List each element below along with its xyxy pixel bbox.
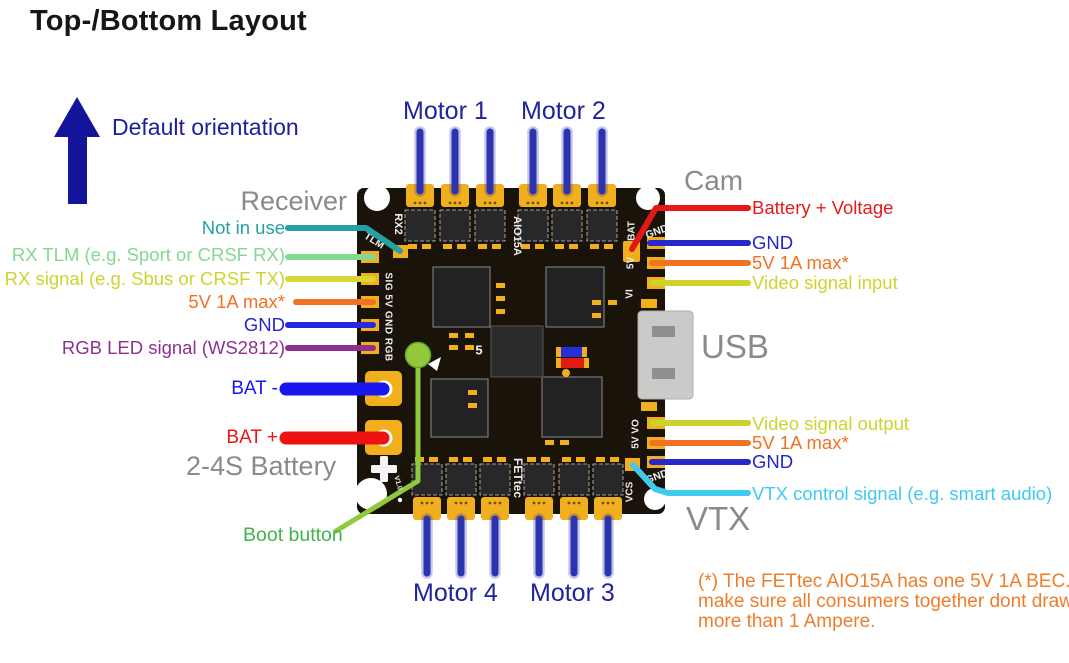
pin-label-5v-vtx: 5V 1A max* <box>752 432 849 453</box>
boot-button <box>333 341 441 534</box>
silkscreen-left-rail: SIG 5V GND RGB <box>382 272 393 361</box>
usb-title: USB <box>701 328 769 365</box>
silkscreen-vo-rail: 5V VO <box>631 419 642 449</box>
pin-label-5v-cam: 5V 1A max* <box>752 252 849 273</box>
footnote-line-3: more than 1 Ampere. <box>698 611 876 632</box>
battery-title: 2-4S Battery <box>186 451 337 481</box>
silkscreen-num5: 5 <box>475 342 482 357</box>
vtx-wires <box>630 420 751 496</box>
silkscreen-version: V1.0 <box>392 475 403 491</box>
motor-3-label: Motor 3 <box>530 579 615 607</box>
bat-plus-label: BAT + <box>226 427 278 448</box>
silkscreen-bat: BAT <box>627 221 638 241</box>
pin-label-rgb-led: RGB LED signal (WS2812) <box>61 337 285 358</box>
pin-label-video-out: Video signal output <box>752 413 910 434</box>
cam-wires <box>629 205 751 286</box>
pin-label-gnd-receiver: GND <box>243 314 285 335</box>
pin-label-video-in: Video signal input <box>752 272 898 293</box>
footnote: (*) The FETtec AIO15A has one 5V 1A BEC.… <box>698 572 1069 632</box>
motor-lines <box>414 126 614 579</box>
pin-label-5v-receiver: 5V 1A max* <box>188 291 285 312</box>
pin-label-vtx-control: VTX control signal (e.g. smart audio) <box>752 483 1053 504</box>
main-ics <box>430 266 605 438</box>
usb-connector <box>637 310 694 400</box>
pin-label-gnd-cam: GND <box>752 232 794 253</box>
footnote-line-2: make sure all consumers together dont dr… <box>698 591 1069 612</box>
passive-components <box>397 244 619 503</box>
silkscreen-vcs: VCS <box>625 481 636 502</box>
default-orientation-label: Default orientation <box>112 114 299 140</box>
boot-button-label: Boot button <box>243 524 343 546</box>
boot-pointer-icon <box>428 357 441 371</box>
motor-2-label: Motor 2 <box>521 97 606 125</box>
plus-marking <box>371 456 397 482</box>
silkscreen-brand: FETtec <box>511 458 525 498</box>
page-title: Top-/Bottom Layout <box>30 5 307 37</box>
pin-label-battery-voltage: Battery + Voltage <box>752 197 894 218</box>
motor-4-label: Motor 4 <box>413 579 498 607</box>
footnote-line-1: (*) The FETtec AIO15A has one 5V 1A BEC. <box>698 571 1069 592</box>
battery-wires <box>279 382 390 445</box>
motor-1-label: Motor 1 <box>403 97 488 125</box>
silkscreen-vi: VI <box>625 289 636 299</box>
bat-minus-label: BAT - <box>231 378 278 399</box>
pin-label-not-in-use: Not in use <box>201 217 285 238</box>
vtx-title: VTX <box>686 500 751 537</box>
cam-title: Cam <box>684 165 744 196</box>
silkscreen-5v: 5V <box>626 257 637 270</box>
receiver-wires <box>285 225 403 351</box>
receiver-title: Receiver <box>240 186 347 216</box>
status-leds <box>556 347 589 368</box>
pin-label-gnd-vtx: GND <box>752 451 794 472</box>
up-arrow-icon <box>54 97 100 204</box>
silkscreen-model: AIO15A <box>511 216 523 256</box>
pin-label-rx-signal: RX signal (e.g. Sbus or CRSF TX) <box>4 268 285 289</box>
silkscreen-rx2: RX2 <box>392 213 404 234</box>
pin-label-rx-tlm: RX TLM (e.g. Sport or CRSF RX) <box>11 244 285 265</box>
